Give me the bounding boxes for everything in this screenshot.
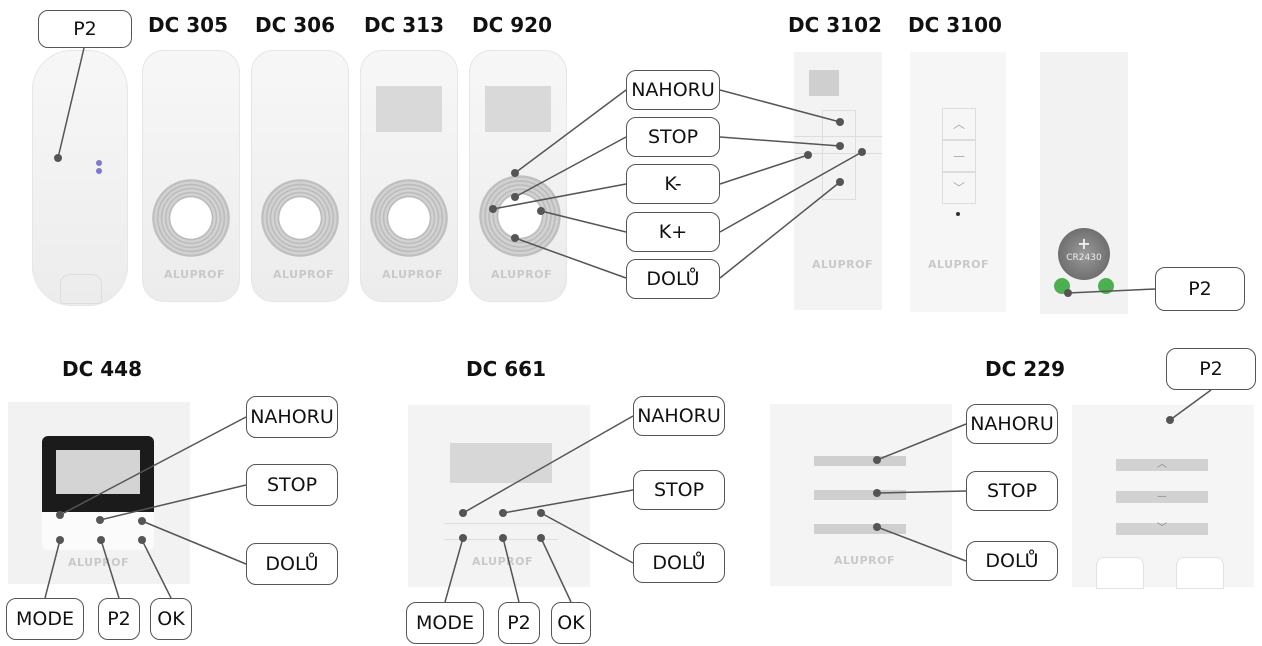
lcd-screen — [450, 443, 552, 483]
led-indicators-2 — [96, 168, 102, 174]
remote-p2 — [32, 50, 128, 306]
panel-dc661: ALUPROF — [408, 405, 590, 587]
brand-logo: ALUPROF — [812, 258, 873, 271]
title-dc448: DC 448 — [62, 357, 142, 381]
callout-dc920-kplus: K+ — [626, 212, 720, 252]
callout-dc661-up: NAHORU — [633, 396, 725, 436]
brand-logo: ALUPROF — [164, 268, 225, 281]
battery-contact-right — [1098, 278, 1114, 294]
wheel-control — [151, 178, 231, 258]
callout-dc661-p2: P2 — [498, 602, 540, 644]
brand-logo: ALUPROF — [273, 268, 334, 281]
lcd-screen — [56, 450, 140, 494]
battery-label: CR2430 — [1066, 253, 1102, 263]
display-screen — [376, 86, 442, 132]
battery-plus: + — [1077, 234, 1091, 253]
brand-logo: ALUPROF — [834, 554, 895, 567]
button-up: ︿ — [942, 108, 976, 140]
brand-logo: ALUPROF — [382, 268, 443, 281]
brand-logo: ALUPROF — [68, 556, 129, 569]
display-screen — [809, 70, 839, 96]
callout-dc448-p2: P2 — [98, 598, 140, 640]
foot-left — [1096, 557, 1144, 589]
button-cross-h — [794, 136, 882, 154]
brand-logo: ALUPROF — [472, 555, 533, 568]
remote-dc313: ALUPROF — [360, 50, 458, 302]
button-bar-down — [814, 524, 906, 534]
callout-dc448-stop: STOP — [246, 464, 338, 506]
panel-dc448: ALUPROF — [8, 402, 190, 584]
remote-dc306: ALUPROF — [251, 50, 349, 302]
title-dc3100: DC 3100 — [908, 13, 1002, 37]
panel-dc229-front: ALUPROF — [770, 404, 952, 586]
remote-dc3100: ︿ — ﹀ ALUPROF — [910, 52, 1006, 312]
title-dc661: DC 661 — [466, 357, 546, 381]
callout-dc448-mode: MODE — [6, 598, 84, 640]
title-dc920: DC 920 — [472, 13, 552, 37]
button-bar-up — [814, 456, 906, 466]
callout-dc229-up: NAHORU — [966, 404, 1058, 444]
button-down: ﹀ — [942, 172, 976, 204]
title-dc305: DC 305 — [148, 13, 228, 37]
wheel-control — [260, 178, 340, 258]
remote-dc305: ALUPROF — [142, 50, 240, 302]
callout-dc448-up: NAHORU — [246, 396, 338, 438]
button-row-top — [444, 509, 558, 524]
button-bar-down: ﹀ — [1116, 523, 1208, 535]
p2-label-top: P2 — [38, 10, 132, 48]
bottom-cap — [60, 274, 102, 304]
remote-dc920: ALUPROF — [469, 50, 567, 302]
callout-battery-p2: P2 — [1155, 267, 1245, 311]
remote-back-battery: + CR2430 — [1040, 52, 1128, 314]
title-dc229: DC 229 — [985, 357, 1065, 381]
button-bar-stop: — — [1116, 491, 1208, 503]
display-screen — [485, 86, 551, 132]
callout-dc661-down: DOLŮ — [633, 543, 725, 583]
callout-dc229-stop: STOP — [966, 471, 1058, 511]
callout-dc661-ok: OK — [551, 602, 591, 644]
callout-dc920-stop: STOP — [626, 117, 720, 157]
callout-dc920-down: DOLŮ — [626, 259, 720, 299]
foot-right — [1176, 557, 1224, 589]
callout-dc920-kminus: K- — [626, 164, 720, 204]
button-bar-stop — [814, 490, 906, 500]
callout-dc920-up: NAHORU — [626, 70, 720, 110]
button-stop: — — [942, 140, 976, 172]
callout-dc448-ok: OK — [150, 598, 192, 640]
panel-dc229-open: ︿ — ﹀ — [1072, 405, 1254, 589]
wheel-control — [369, 178, 449, 258]
indicator-dot — [956, 212, 960, 216]
wheel-control — [478, 174, 562, 258]
brand-logo: ALUPROF — [928, 258, 989, 271]
title-dc306: DC 306 — [255, 13, 335, 37]
button-bar-up: ︿ — [1116, 459, 1208, 471]
title-dc313: DC 313 — [364, 13, 444, 37]
callout-dc229-p2: P2 — [1166, 348, 1256, 390]
title-dc3102: DC 3102 — [788, 13, 882, 37]
callout-dc661-mode: MODE — [406, 602, 484, 644]
callout-dc448-down: DOLŮ — [246, 543, 338, 585]
led-indicators — [96, 160, 102, 166]
brand-logo: ALUPROF — [491, 268, 552, 281]
callout-dc229-down: DOLŮ — [966, 541, 1058, 581]
callout-dc661-stop: STOP — [633, 470, 725, 510]
battery-cr2430: + CR2430 — [1058, 228, 1110, 280]
